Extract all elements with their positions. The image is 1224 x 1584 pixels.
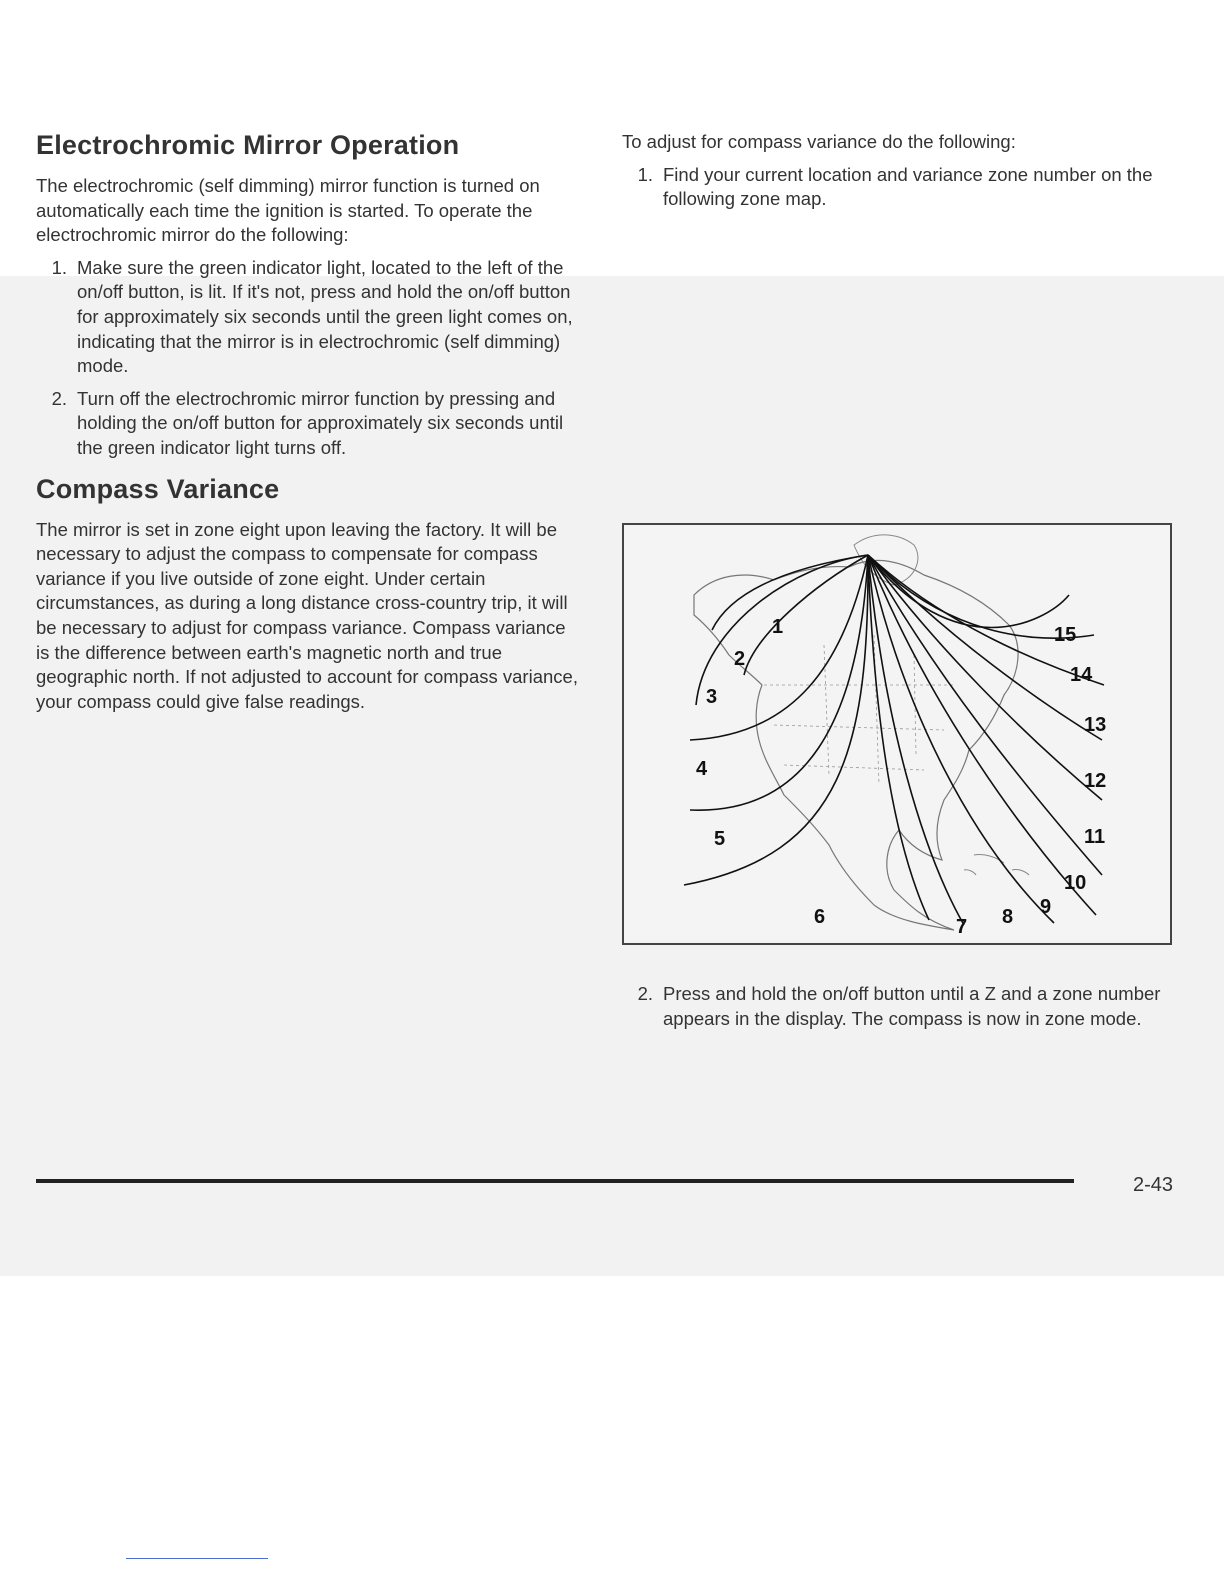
zone-line xyxy=(867,554,1105,686)
zone-label: 15 xyxy=(1054,624,1076,646)
heading-compass-variance: Compass Variance xyxy=(36,473,280,504)
step-number: 2. xyxy=(51,387,67,409)
list-item: 1. Find your current location and varian… xyxy=(622,163,1182,212)
bottom-underline xyxy=(126,1558,268,1559)
zone-map-graphic: 1 2 3 4 5 6 7 8 9 10 11 12 13 14 15 xyxy=(683,534,1106,938)
zone-label: 13 xyxy=(1084,714,1106,736)
zone-line xyxy=(689,554,869,811)
step-text: Find your current location and variance … xyxy=(663,163,1153,210)
zone-label: 1 xyxy=(772,616,783,638)
electrochromic-steps: 1. Make sure the green indicator light, … xyxy=(36,256,581,461)
zone-line xyxy=(867,554,1103,801)
right-column: To adjust for compass variance do the fo… xyxy=(622,130,1182,220)
zone-line xyxy=(867,554,1095,639)
zone-label: 4 xyxy=(696,758,708,780)
zone-line xyxy=(867,554,1070,629)
step-text: Press and hold the on/off button until a… xyxy=(663,983,1161,1029)
left-column: Electrochromic Mirror Operation The elec… xyxy=(36,130,581,714)
zone-label: 2 xyxy=(734,648,745,670)
zone-map: 1 2 3 4 5 6 7 8 9 10 11 12 13 14 15 xyxy=(622,523,1172,945)
zone-line xyxy=(867,554,1097,916)
zone-label: 10 xyxy=(1064,872,1086,894)
right-column-lower: 2. Press and hold the on/off button unti… xyxy=(622,982,1182,1039)
step-text: Turn off the electrochromic mirror funct… xyxy=(77,387,564,458)
zone-label: 6 xyxy=(814,906,825,928)
compass-variance-body: The mirror is set in zone eight upon lea… xyxy=(36,518,578,712)
list-item: 2. Press and hold the on/off button unti… xyxy=(622,982,1182,1031)
step-number: 1. xyxy=(51,256,67,278)
heading-electrochromic-mirror: Electrochromic Mirror Operation xyxy=(36,130,460,160)
zone-line xyxy=(867,554,1103,876)
zone-line xyxy=(683,554,869,886)
page-number: 2-43 xyxy=(1133,1174,1174,1196)
zone-line xyxy=(867,554,1055,924)
zone-label: 11 xyxy=(1084,826,1105,848)
interior-borders xyxy=(764,634,954,786)
zone-label: 12 xyxy=(1084,770,1106,792)
zone-label: 8 xyxy=(1002,906,1013,928)
step-number: 2. xyxy=(637,983,653,1004)
footer-rule xyxy=(36,1179,1074,1183)
zone-label: 7 xyxy=(956,916,967,938)
step-number: 1. xyxy=(637,163,653,185)
list-item: 1. Make sure the green indicator light, … xyxy=(36,256,581,379)
zone-label: 5 xyxy=(714,828,725,850)
zone-line xyxy=(867,554,930,921)
zone-line xyxy=(867,554,965,926)
zone-line xyxy=(695,554,869,706)
variance-steps-part2: 2. Press and hold the on/off button unti… xyxy=(622,982,1182,1031)
zone-label: 3 xyxy=(706,686,717,708)
list-item: 2. Turn off the electrochromic mirror fu… xyxy=(36,387,581,461)
caribbean-islands xyxy=(963,854,1030,876)
step-text: Make sure the green indicator light, loc… xyxy=(77,256,573,377)
zone-line xyxy=(867,554,1103,741)
variance-intro: To adjust for compass variance do the fo… xyxy=(622,131,1016,152)
variance-steps-part1: 1. Find your current location and varian… xyxy=(622,163,1182,212)
zone-line xyxy=(743,554,869,676)
electrochromic-intro: The electrochromic (self dimming) mirror… xyxy=(36,175,540,246)
zone-lines xyxy=(683,554,1105,926)
zone-line xyxy=(689,554,869,741)
zone-label: 9 xyxy=(1040,896,1051,918)
zone-label: 14 xyxy=(1070,664,1093,686)
continent-outline xyxy=(693,559,1019,931)
